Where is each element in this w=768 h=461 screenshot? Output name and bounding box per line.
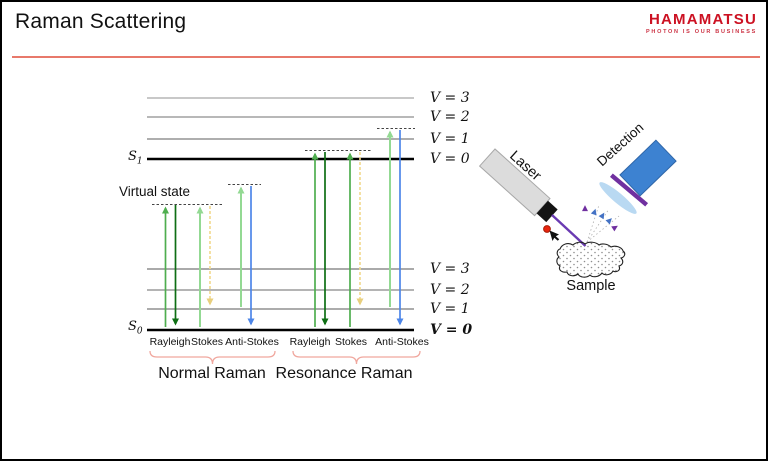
photon-triangle (605, 218, 612, 225)
s0-state-label: S0 (128, 319, 143, 337)
logo-wordmark: HAMAMATSU (648, 11, 757, 28)
slit-filter (609, 173, 649, 207)
resonance-raman-title: Resonance Raman (275, 365, 413, 382)
laser-tip (536, 200, 558, 223)
s1-v0-label: V = 0 (430, 151, 470, 167)
s1-v1-label: V = 1 (430, 131, 470, 147)
resonance-stokes-label: Stokes (334, 336, 368, 348)
photon-triangle (590, 208, 597, 216)
scattered-photons (582, 205, 618, 232)
s1-level-lines (147, 97, 414, 161)
scatter-ray (586, 215, 620, 243)
s0-v1-label: V = 1 (430, 301, 470, 317)
photon-triangle (611, 225, 618, 232)
pointer-cursor[interactable] (543, 225, 560, 241)
normal-anti-stokes-label: Anti-Stokes (225, 336, 279, 348)
detector-box (619, 139, 677, 197)
logo-tagline: PHOTON IS OUR BUSINESS (646, 29, 757, 35)
normal-raman-arrows (162, 186, 255, 327)
resonance-anti-stokes-label: Anti-Stokes (375, 336, 429, 348)
normal-raman-title: Normal Raman (158, 365, 266, 382)
scatter-ray (586, 208, 610, 243)
normal-raman-brace (149, 350, 276, 365)
group-braces (149, 350, 421, 365)
laser-pointer-dot (543, 225, 551, 233)
virtual-state-label: Virtual state (119, 184, 191, 199)
s0-v0-label: V = 0 (430, 322, 473, 338)
s1-v2-label: V = 2 (430, 109, 470, 125)
hamamatsu-logo: HAMAMATSU PHOTON IS OUR BUSINESS (646, 11, 757, 35)
collection-lens (599, 182, 637, 214)
resonance-raman-arrows (311, 130, 404, 327)
laser-device (478, 148, 558, 223)
s0-v3-label: V = 3 (430, 261, 470, 277)
sample-label: Sample (566, 278, 616, 294)
scatter-rays (586, 204, 620, 243)
title-underline (12, 56, 760, 58)
page-title: Raman Scattering (15, 10, 187, 33)
s1-v3-label: V = 3 (430, 90, 470, 106)
photon-triangle (598, 212, 605, 220)
s0-v2-label: V = 2 (430, 282, 470, 298)
normal-stokes-label: Stokes (190, 336, 224, 348)
sample-blob (556, 241, 626, 278)
mouse-arrow-icon (549, 230, 560, 241)
virtual-state-dashes (152, 128, 415, 205)
s0-level-lines (147, 268, 414, 332)
laser-beam (551, 214, 587, 247)
s1-state-label: S1 (128, 149, 143, 167)
resonance-raman-brace (292, 350, 421, 365)
normal-rayleigh-label: Rayleigh (149, 336, 191, 348)
resonance-rayleigh-label: Rayleigh (289, 336, 331, 348)
photon-triangle (582, 205, 588, 212)
scatter-ray (586, 204, 600, 243)
